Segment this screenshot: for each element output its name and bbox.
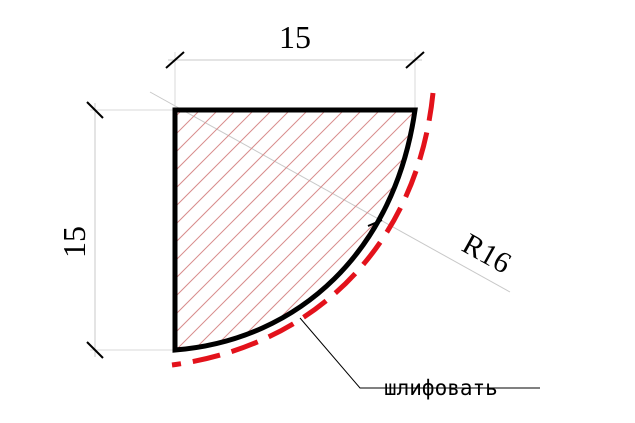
hatch-line [175, 110, 319, 350]
left-dimension-tick-bottom [86, 341, 104, 359]
hatch-line [175, 110, 409, 350]
hatch-line [175, 110, 211, 350]
hatch-line [175, 110, 247, 350]
top-dimension-tick-right [405, 51, 425, 69]
hatch-line [269, 110, 415, 350]
hatch-line [175, 110, 391, 350]
hatch-line [175, 110, 415, 350]
hatch-line [175, 110, 265, 350]
hatch-line [175, 110, 337, 350]
hatch-line [179, 110, 415, 350]
grinding-note: шлифовать [384, 376, 498, 400]
top-dimension-label: 15 [279, 19, 311, 55]
hatch-line [175, 110, 283, 350]
hatch-line [175, 110, 415, 350]
note-leader-line [299, 317, 540, 389]
radius-label: R16 [457, 227, 517, 280]
hatch-line [175, 110, 415, 350]
hatch-line [175, 110, 301, 350]
hatch-line [305, 110, 415, 350]
construction-diagonal-line [149, 91, 511, 293]
hatch-line [175, 110, 355, 350]
radius-leader-tick [367, 219, 383, 227]
hatch-line [413, 110, 415, 350]
finish-surface-dashed-arc [171, 92, 436, 368]
hatch-line [175, 110, 373, 350]
hatch-line [197, 110, 415, 350]
top-dimension-tick-left [165, 51, 185, 69]
hatch-line [287, 110, 415, 350]
hatch-line [175, 110, 193, 350]
hatch-line [175, 110, 229, 350]
left-dimension-label: 15 [56, 226, 92, 258]
profile-outline [172, 107, 418, 353]
left-dimension-tick-top [86, 101, 104, 119]
